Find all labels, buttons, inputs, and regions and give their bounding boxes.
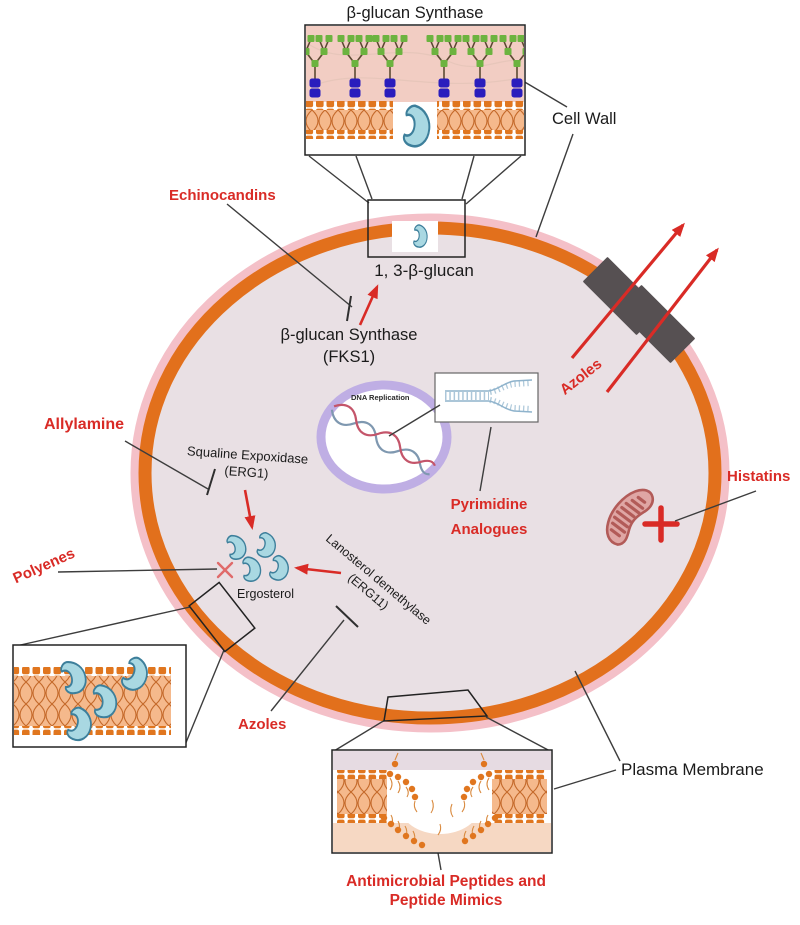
erg11-to-ergosterol-arrow bbox=[294, 563, 342, 575]
echinocandin-line bbox=[226, 203, 353, 308]
cell-wall-inset bbox=[304, 24, 526, 156]
pore-lipid-heads bbox=[380, 760, 499, 849]
cell-wall-label: Cell Wall bbox=[552, 110, 617, 128]
allylamine-label: Allylamine bbox=[44, 416, 125, 433]
dna-helix-icon bbox=[330, 403, 436, 476]
echinocandins-label: Echinocandins bbox=[169, 187, 276, 204]
azole-efflux-arrow bbox=[570, 222, 685, 360]
allylamine-inhibition-bar bbox=[206, 468, 216, 496]
pore-callout-quad bbox=[383, 689, 489, 722]
plasma-membrane-line-a bbox=[574, 670, 621, 762]
nucleus bbox=[316, 380, 452, 494]
histatins-label: Histatins bbox=[727, 468, 791, 485]
erg1-to-ergosterol-arrow bbox=[243, 489, 256, 530]
top-callout-line bbox=[461, 155, 475, 200]
histatin-line bbox=[674, 490, 757, 522]
mitochondria-icon bbox=[605, 488, 655, 546]
pore-callout-line bbox=[333, 719, 386, 752]
synthase-to-glucan-arrow bbox=[358, 284, 379, 326]
cell-wall-line-a bbox=[522, 80, 568, 108]
ergosterol-label: Ergosterol bbox=[237, 587, 294, 601]
connector-lines bbox=[15, 80, 757, 871]
efflux-pump-icon bbox=[617, 285, 695, 363]
echinocandin-inhibition-bar bbox=[346, 295, 352, 322]
plasma-membrane-label: Plasma Membrane bbox=[621, 760, 764, 779]
fork-pyrimidine-line bbox=[479, 426, 492, 492]
plasma-membrane-line-b bbox=[553, 769, 617, 790]
nucleus-fork-line bbox=[388, 404, 441, 437]
dna-replication-label: DNA Replication bbox=[351, 393, 410, 402]
pyrimidine-line1: Pyrimidine bbox=[450, 496, 528, 513]
antimicrobial-peptides-label: Antimicrobial Peptides and Peptide Mimic… bbox=[346, 872, 546, 910]
polyene-line bbox=[57, 568, 218, 573]
pyrimidine-line2: Analogues bbox=[450, 521, 528, 538]
allylamine-line bbox=[124, 440, 209, 490]
ergosterol-callout-line bbox=[184, 649, 225, 746]
dna-replication-fork-inset bbox=[434, 372, 539, 423]
efflux-pumps bbox=[570, 222, 719, 393]
ergosterol-membrane-inset bbox=[12, 644, 187, 748]
top-callout-line bbox=[465, 155, 522, 205]
azoles-erg11-label: Azoles bbox=[238, 716, 287, 733]
glucan-synthase-label: β-glucan Synthase (FKS1) bbox=[281, 324, 418, 368]
polyene-block-x-icon bbox=[216, 561, 234, 579]
pore-callout-line bbox=[485, 716, 551, 752]
glucan-synthase-gene: (FKS1) bbox=[322, 348, 376, 366]
top-callout-line bbox=[308, 155, 370, 204]
cell-wall-line-b bbox=[535, 133, 574, 238]
cell-wall-gap bbox=[392, 221, 438, 252]
amp-pore-inset bbox=[331, 749, 553, 854]
glucan-callout-rect bbox=[367, 199, 466, 258]
pyrimidine-analogues-label: Pyrimidine Analogues bbox=[451, 492, 528, 542]
antimicrobial-peptides-line2: Peptide Mimics bbox=[389, 892, 503, 909]
azole-efflux-arrow bbox=[605, 247, 719, 393]
top-callout-line bbox=[355, 155, 373, 200]
histatin-plus-icon bbox=[642, 505, 680, 543]
amp-label-line bbox=[437, 852, 442, 871]
ergosterol-callout-rect bbox=[188, 581, 256, 653]
glucan-synthase-name: β-glucan Synthase bbox=[280, 326, 418, 344]
inset-cellwall-title: β-glucan Synthase bbox=[346, 4, 484, 22]
azole-erg11-line bbox=[270, 619, 345, 712]
glucan-product-label: 1, 3-β-glucan bbox=[374, 261, 474, 280]
azole-inhibition-bar bbox=[335, 605, 359, 628]
ergosterol-callout-line bbox=[15, 606, 191, 647]
antimicrobial-peptides-line1: Antimicrobial Peptides and bbox=[346, 873, 546, 890]
